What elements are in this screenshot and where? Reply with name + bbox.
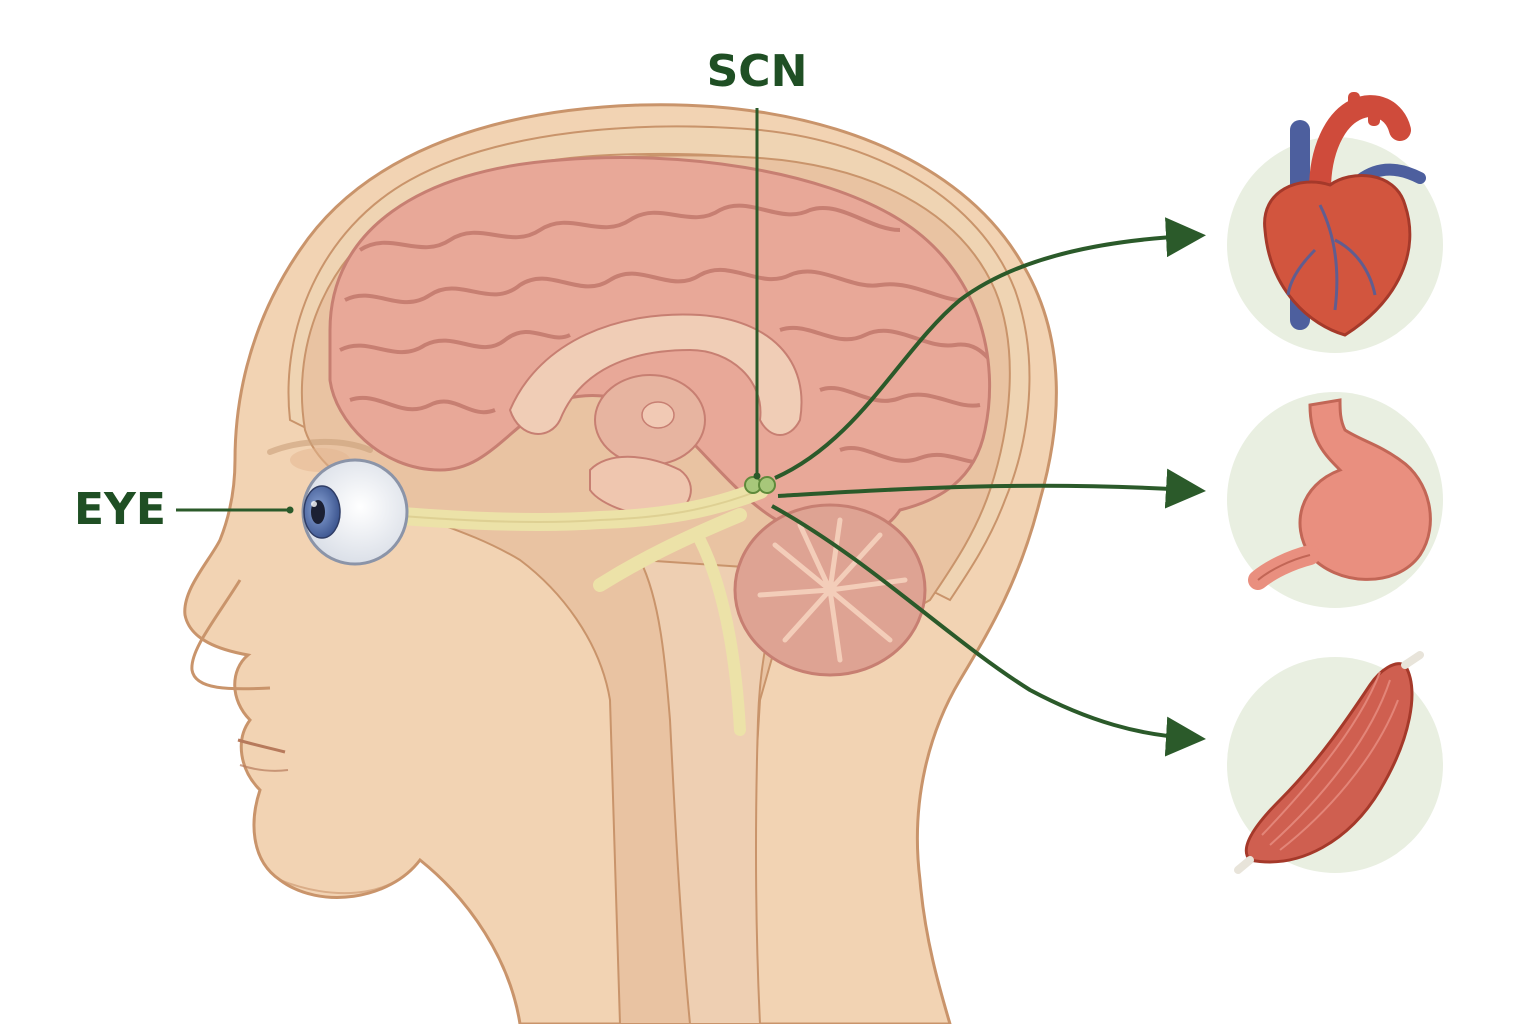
scn-nuclei <box>744 476 776 494</box>
muscle-icon <box>1227 651 1443 874</box>
optic-pathway <box>381 481 769 736</box>
brain <box>328 156 992 677</box>
arrow-to-heart <box>774 217 1206 480</box>
scn-output-arrows <box>771 217 1206 757</box>
brain-folds <box>339 203 990 465</box>
heart-icon <box>1227 92 1443 353</box>
stomach-icon <box>1227 392 1443 608</box>
arrow-to-muscle <box>771 504 1206 757</box>
scn-label-group: SCN <box>707 46 808 480</box>
arrow-to-stomach <box>777 468 1206 509</box>
corpus-callosum <box>508 313 803 436</box>
eye-label: EYE <box>74 484 166 535</box>
cerebellum <box>733 503 927 677</box>
optic-branch <box>694 534 746 736</box>
brainstem <box>638 558 792 1024</box>
eye-label-group: EYE <box>74 484 294 535</box>
scn-label: SCN <box>707 46 808 97</box>
eye-icon <box>301 458 409 566</box>
optic-tract <box>593 508 747 592</box>
